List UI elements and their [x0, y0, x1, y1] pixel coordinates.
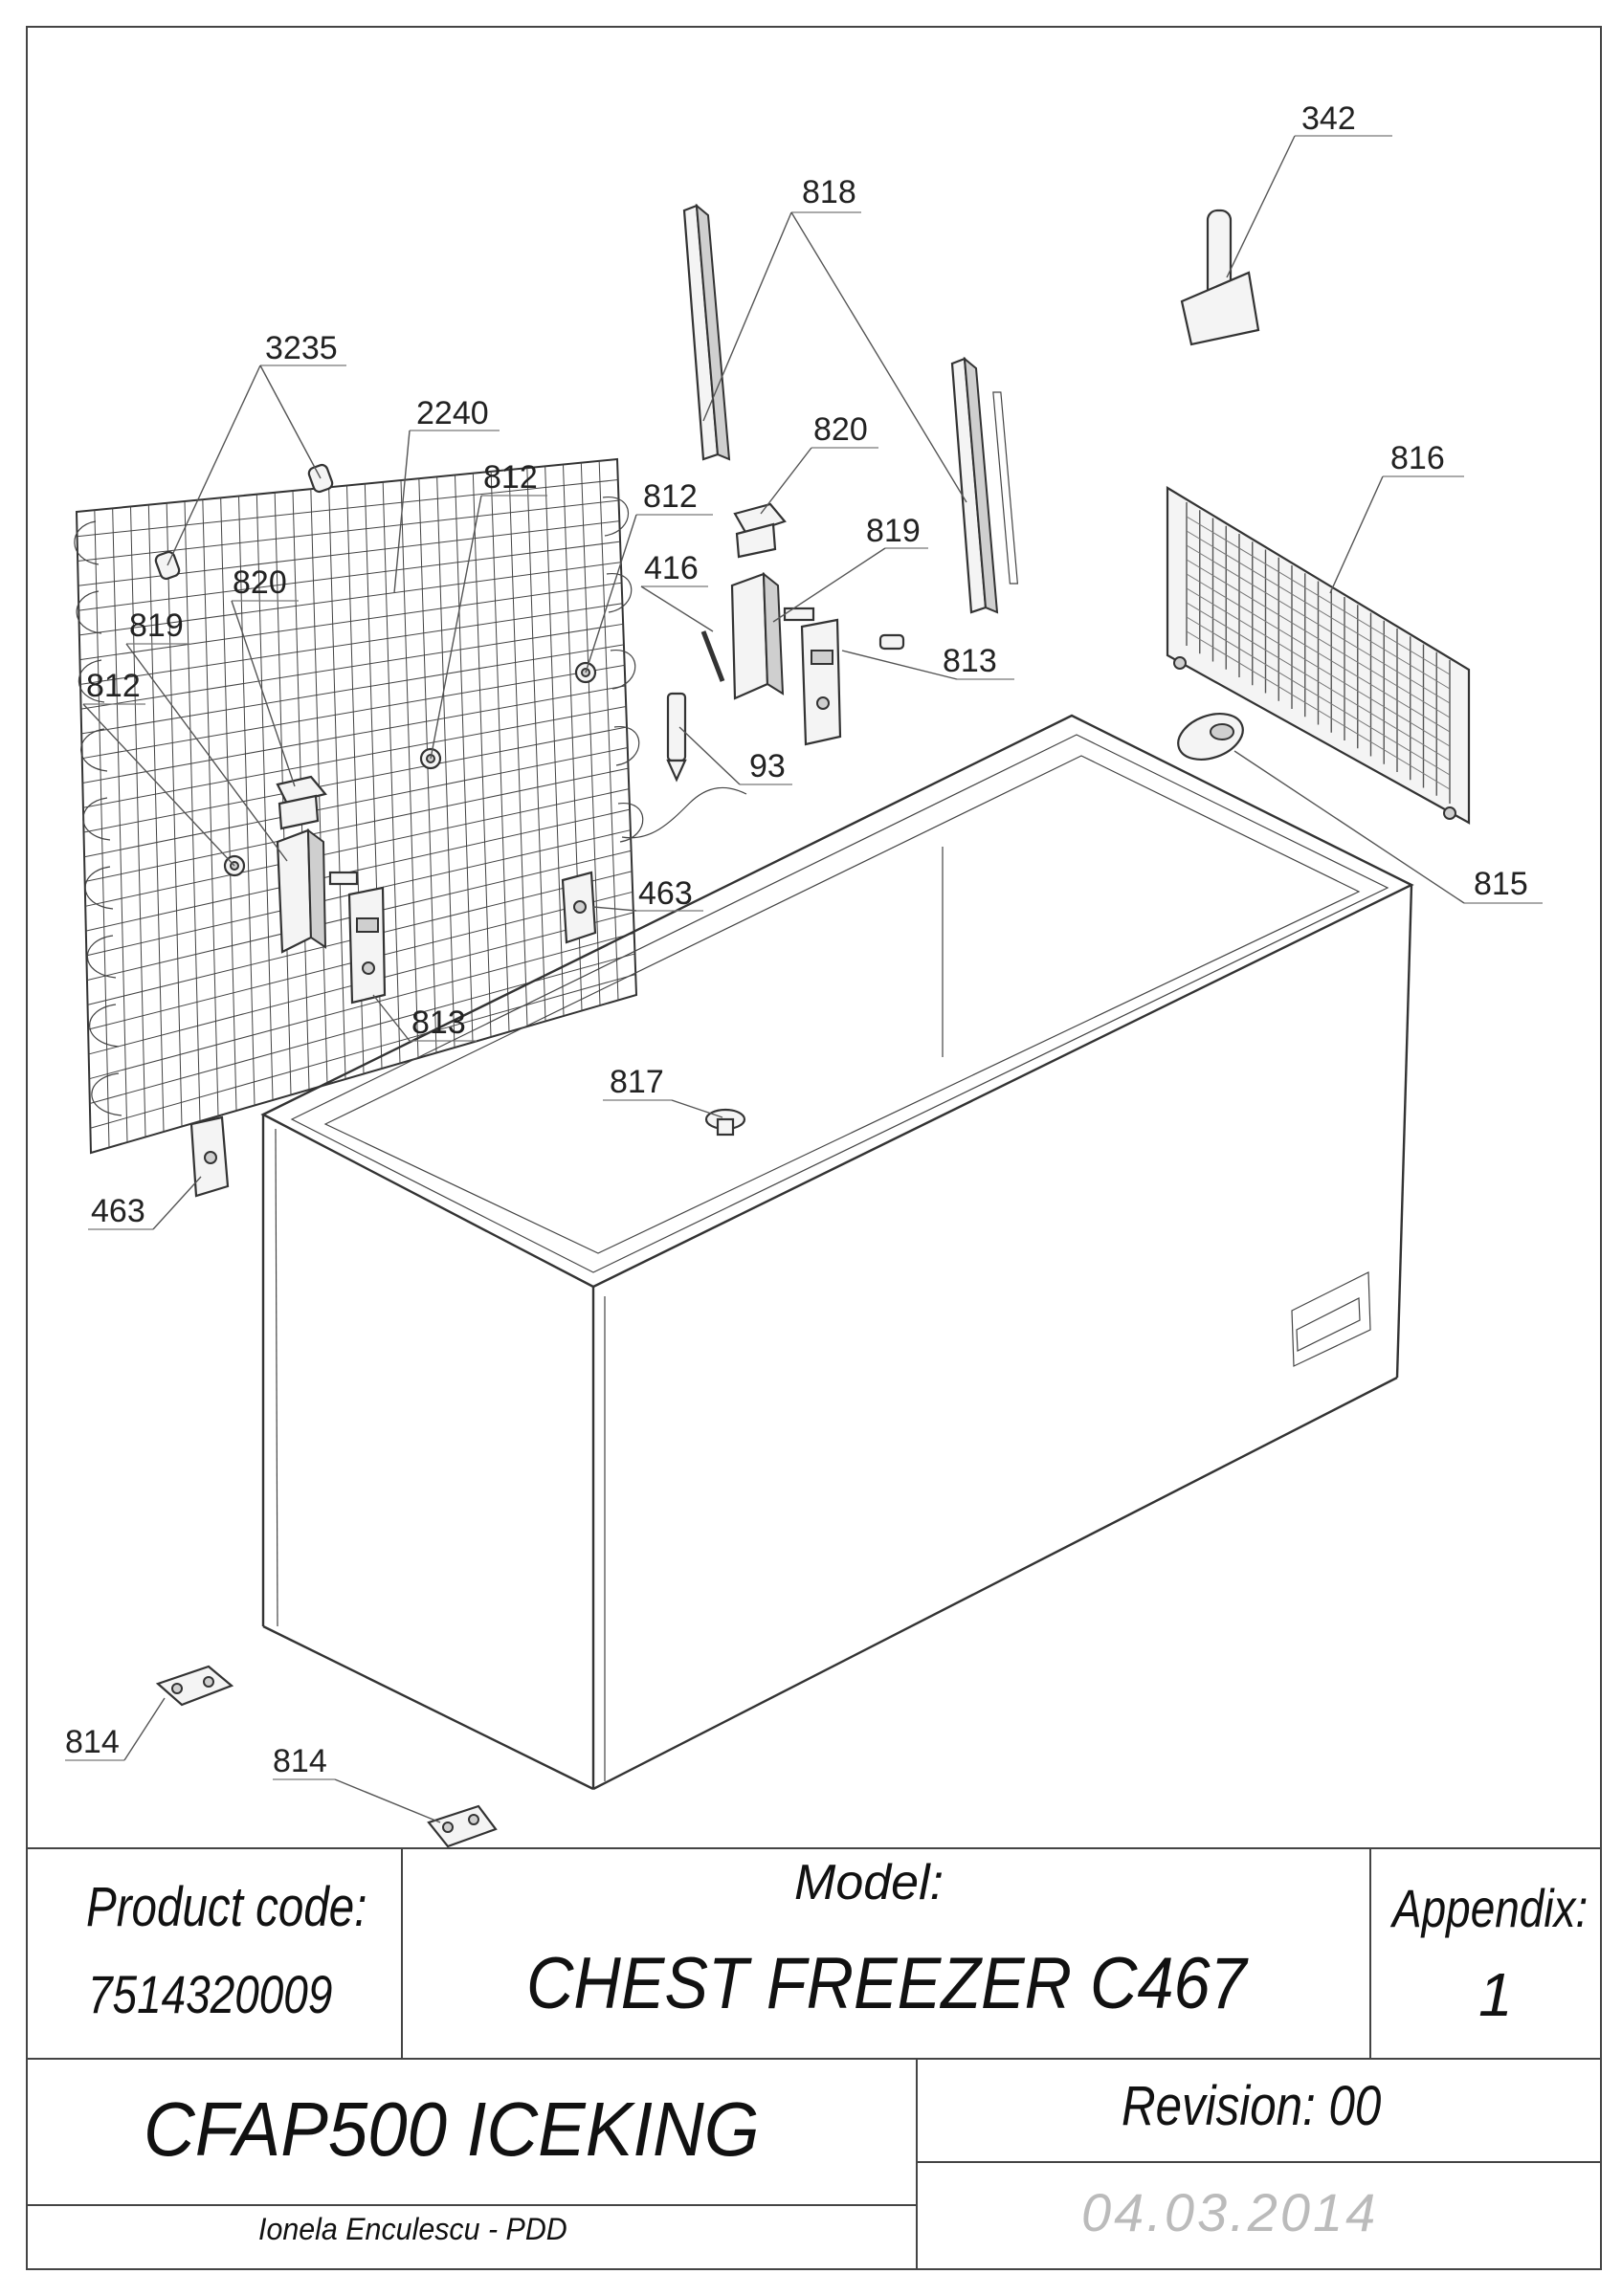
callout-819: 819 [866, 513, 921, 549]
hinge-rails [682, 203, 1019, 614]
callout-820: 820 [813, 411, 868, 448]
leader-lines [65, 135, 1543, 1823]
drain-cover [1177, 713, 1244, 761]
callout-820: 820 [233, 564, 287, 601]
callout-342: 342 [1301, 100, 1356, 137]
callout-416: 416 [644, 550, 699, 586]
part-callouts: 342 818 3235 2240 812 812 820 819 816 82… [65, 100, 1528, 1779]
product-code-label: Product code: [86, 1876, 367, 1938]
model-value: CHEST FREEZER C467 [526, 1943, 1247, 2024]
callout-812: 812 [483, 459, 538, 496]
callout-93: 93 [749, 748, 786, 784]
callout-812: 812 [643, 478, 698, 515]
callout-814: 814 [65, 1724, 120, 1760]
lid-brackets [189, 871, 597, 1198]
foot-plates [155, 1665, 498, 1848]
sheet-border [26, 26, 1602, 2270]
appendix-label: Appendix: [1392, 1878, 1589, 1938]
author: Ionela Enculescu - PDD [258, 2212, 567, 2246]
callout-463: 463 [91, 1193, 145, 1229]
right-hinge-assembly [666, 502, 905, 783]
callout-816: 816 [1390, 440, 1445, 476]
callout-2240: 2240 [416, 395, 489, 431]
callout-814: 814 [273, 1743, 327, 1779]
callout-463: 463 [638, 875, 693, 912]
callout-817: 817 [610, 1064, 664, 1100]
freezer-body [260, 714, 1414, 1791]
scraper-part [1180, 209, 1260, 346]
revision: Revision: 00 [1122, 2075, 1382, 2137]
grille-panel [1166, 486, 1471, 825]
callout-819: 819 [129, 607, 184, 644]
callout-3235: 3235 [265, 330, 338, 366]
model-code: CFAP500 ICEKING [144, 2086, 760, 2172]
date: 04.03.2014 [1081, 2182, 1379, 2242]
callout-818: 818 [802, 174, 856, 210]
callout-813: 813 [943, 643, 997, 679]
callout-812: 812 [86, 668, 141, 704]
title-block-grid [27, 1847, 1601, 2269]
left-hinge-assembly [276, 775, 387, 1004]
callout-813: 813 [411, 1004, 466, 1041]
model-label: Model: [794, 1855, 944, 1910]
product-code-value: 7514320009 [88, 1964, 333, 2024]
appendix-value: 1 [1478, 1960, 1513, 2029]
spacer-parts [154, 463, 334, 581]
callout-815: 815 [1474, 866, 1528, 902]
